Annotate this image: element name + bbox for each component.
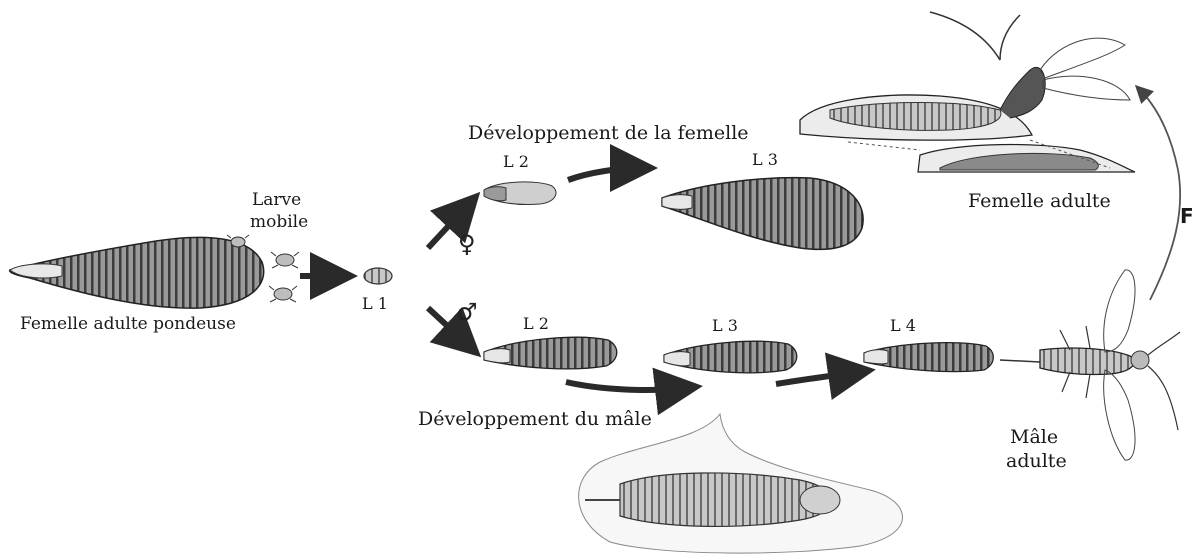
male-l4-label: L 4 xyxy=(890,318,916,334)
mobile-larva-label-line2: mobile xyxy=(250,214,308,231)
male-l2-label: L 2 xyxy=(523,316,549,332)
female-development-title: Développement de la femelle xyxy=(468,124,749,143)
arrow-male-l2-to-l3 xyxy=(566,382,685,390)
arrow-female-l2-to-l3 xyxy=(568,168,640,180)
female-l2-label: L 2 xyxy=(503,154,529,170)
laying-female-label: Femelle adulte pondeuse xyxy=(20,316,236,333)
l1-larva xyxy=(364,268,392,284)
adult-male-label-line2: adulte xyxy=(1006,452,1067,471)
male-l3-larva xyxy=(664,341,797,373)
adult-female-scale xyxy=(800,12,1135,172)
adult-female-label: Femelle adulte xyxy=(968,192,1111,211)
female-l2-larva xyxy=(484,182,556,205)
female-l3-larva xyxy=(662,178,863,250)
male-pupa-inset xyxy=(579,414,903,553)
laying-female-body xyxy=(10,237,264,308)
male-l4-larva xyxy=(864,343,993,372)
female-l3-label: L 3 xyxy=(752,152,778,168)
mobile-larva-label-line1: Larve xyxy=(252,192,301,209)
male-l2-larva xyxy=(484,337,617,369)
male-symbol-icon: ♂ xyxy=(456,300,478,324)
l1-label: L 1 xyxy=(362,296,388,312)
male-l3-label: L 3 xyxy=(712,318,738,334)
arrow-male-l3-to-l4 xyxy=(776,372,858,384)
female-symbol-icon: ♀ xyxy=(458,232,476,256)
fecondation-label: F xyxy=(1180,206,1194,226)
fecondation-arrow xyxy=(1140,90,1180,300)
adult-male-label-line1: Mâle xyxy=(1010,428,1058,447)
male-development-title: Développement du mâle xyxy=(418,410,652,429)
